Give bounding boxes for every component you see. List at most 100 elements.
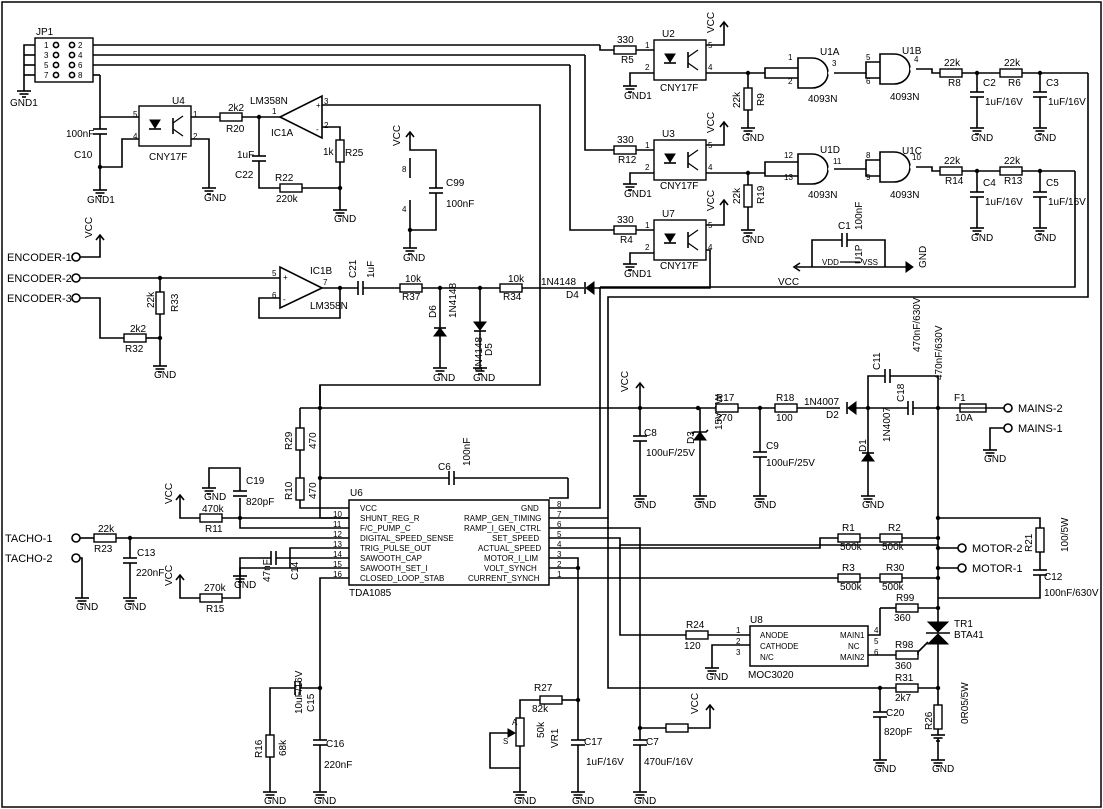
svg-text:U1B: U1B	[902, 46, 922, 57]
svg-text:12: 12	[784, 151, 793, 160]
encoder-2-terminal[interactable]: ENCODER-2	[7, 273, 81, 285]
vr1-potentiometer[interactable]: 50k VR1 S A	[489, 717, 561, 769]
mains-1-terminal[interactable]: MAINS-1	[1003, 423, 1063, 435]
svg-text:R24: R24	[686, 620, 705, 631]
svg-text:ANODE: ANODE	[760, 631, 788, 640]
svg-text:10: 10	[912, 153, 921, 162]
svg-text:12: 12	[333, 530, 342, 539]
d1-diode: D1 1N4007	[858, 407, 893, 496]
svg-text:22k: 22k	[146, 291, 157, 308]
r29-resistor: R29 470	[284, 427, 319, 451]
svg-text:GND: GND	[514, 796, 536, 807]
mains-2-terminal[interactable]: MAINS-2	[1003, 403, 1063, 415]
svg-text:R22: R22	[275, 173, 294, 184]
svg-text:GND: GND	[971, 133, 993, 144]
svg-text:15: 15	[333, 560, 342, 569]
svg-text:C20: C20	[886, 708, 905, 719]
svg-text:CATHODE: CATHODE	[760, 642, 799, 651]
svg-text:C16: C16	[326, 739, 345, 750]
u8-moc3020: U8 MOC3020 ANODE CATHODE N/C MAIN1 NC MA…	[736, 615, 879, 681]
c12-capacitor: C12 100nF/630V	[1033, 569, 1099, 599]
svg-text:500k: 500k	[840, 542, 863, 553]
svg-text:3: 3	[324, 97, 329, 106]
svg-text:GND: GND	[264, 796, 286, 807]
svg-text:120: 120	[684, 641, 701, 652]
r22-resistor: R22 220k	[275, 173, 303, 205]
svg-text:2: 2	[645, 63, 650, 72]
svg-text:6: 6	[272, 291, 277, 300]
u4-optocoupler: 54 12 U4 CNY17F	[133, 96, 198, 163]
svg-text:F/C_PUMP_C: F/C_PUMP_C	[360, 524, 411, 533]
svg-text:220nF: 220nF	[136, 568, 164, 579]
svg-text:C8: C8	[644, 428, 657, 439]
svg-text:R27: R27	[534, 683, 553, 694]
svg-text:ACTUAL_SPEED: ACTUAL_SPEED	[478, 544, 541, 553]
svg-text:22k: 22k	[1004, 156, 1021, 167]
svg-text:R37: R37	[402, 292, 421, 303]
svg-text:ENCODER-3: ENCODER-3	[7, 293, 72, 305]
r23-resistor: 22k R23	[93, 524, 117, 555]
motor-1-terminal[interactable]: MOTOR-1	[957, 563, 1023, 575]
svg-text:R98: R98	[895, 640, 914, 651]
encoder-1-terminal[interactable]: ENCODER-1	[7, 252, 81, 264]
c10-capacitor: 100nF C10	[66, 128, 107, 161]
svg-text:1uF/16V: 1uF/16V	[1048, 197, 1086, 208]
u6-tda1085: U6 TDA1085 VCC SHUNT_REG_R F/C_PUMP_C DI…	[333, 488, 562, 599]
svg-text:VCC: VCC	[360, 504, 377, 513]
svg-text:TACHO-2: TACHO-2	[5, 553, 52, 565]
svg-text:SET_SPEED: SET_SPEED	[492, 534, 539, 543]
svg-text:VR1: VR1	[550, 728, 561, 748]
svg-text:GND: GND	[473, 373, 495, 384]
svg-text:10A: 10A	[955, 413, 973, 424]
svg-text:22k: 22k	[732, 91, 743, 108]
r26-resistor: R26 0R05/5W	[924, 682, 971, 730]
encoder-3-terminal[interactable]: ENCODER-3	[7, 293, 81, 305]
svg-text:NC: NC	[848, 642, 860, 651]
svg-text:GND: GND	[918, 246, 929, 268]
svg-text:ENCODER-1: ENCODER-1	[7, 252, 72, 264]
svg-text:GND: GND	[706, 672, 728, 683]
svg-text:1k: 1k	[323, 147, 335, 158]
u1-power-pins: C1 100nF U1P VDD VSS VCC GND	[778, 202, 929, 288]
r10-resistor: R10 470	[284, 477, 319, 501]
svg-text:SHUNT_REG_R: SHUNT_REG_R	[360, 514, 420, 523]
svg-text:8: 8	[78, 71, 83, 80]
r34-resistor: 10k R34	[499, 274, 525, 303]
r9-resistor: 22k R9	[732, 87, 767, 111]
svg-text:GND: GND	[932, 764, 954, 775]
svg-text:TRIG_PULSE_OUT: TRIG_PULSE_OUT	[360, 544, 431, 553]
c3-capacitor: C3 1uF/16V	[1033, 73, 1086, 128]
svg-text:C99: C99	[446, 178, 465, 189]
r18-resistor: R18 100	[774, 393, 798, 424]
motor-2-terminal[interactable]: MOTOR-2	[957, 543, 1023, 555]
r21-resistor: R21 100/5W	[1024, 517, 1071, 553]
svg-text:F1: F1	[954, 393, 966, 404]
svg-text:1: 1	[557, 570, 562, 579]
svg-text:5: 5	[272, 269, 277, 278]
svg-text:2: 2	[645, 163, 650, 172]
svg-text:68k: 68k	[278, 739, 289, 756]
c15-capacitor: C15 10uF/16V	[294, 670, 317, 714]
r25-resistor: 1k R25	[323, 139, 364, 163]
svg-text:330: 330	[617, 35, 634, 46]
svg-text:GND: GND	[234, 580, 256, 591]
svg-text:MOC3020: MOC3020	[748, 670, 794, 681]
c20-capacitor: C20 820pF	[873, 688, 912, 760]
tacho-1-terminal[interactable]: TACHO-1	[5, 533, 81, 545]
svg-text:GND: GND	[204, 492, 226, 503]
svg-text:4: 4	[914, 55, 919, 64]
c11-capacitor: C11 470nF/630V	[872, 297, 923, 383]
tacho-2-terminal[interactable]: TACHO-2	[5, 553, 81, 565]
svg-text:VCC: VCC	[84, 217, 95, 238]
r32-resistor: 2k2 R32	[123, 324, 147, 355]
svg-text:4: 4	[874, 626, 879, 635]
svg-text:1uF: 1uF	[366, 261, 377, 278]
svg-text:500k: 500k	[882, 542, 905, 553]
svg-text:470k: 470k	[202, 504, 225, 515]
svg-text:2k2: 2k2	[130, 324, 147, 335]
c17-capacitor: C17 1uF/16V	[571, 737, 624, 768]
svg-text:R29: R29	[284, 431, 295, 450]
svg-text:R5: R5	[621, 55, 634, 66]
svg-text:4: 4	[78, 51, 83, 60]
svg-text:100uF/25V: 100uF/25V	[646, 448, 695, 459]
